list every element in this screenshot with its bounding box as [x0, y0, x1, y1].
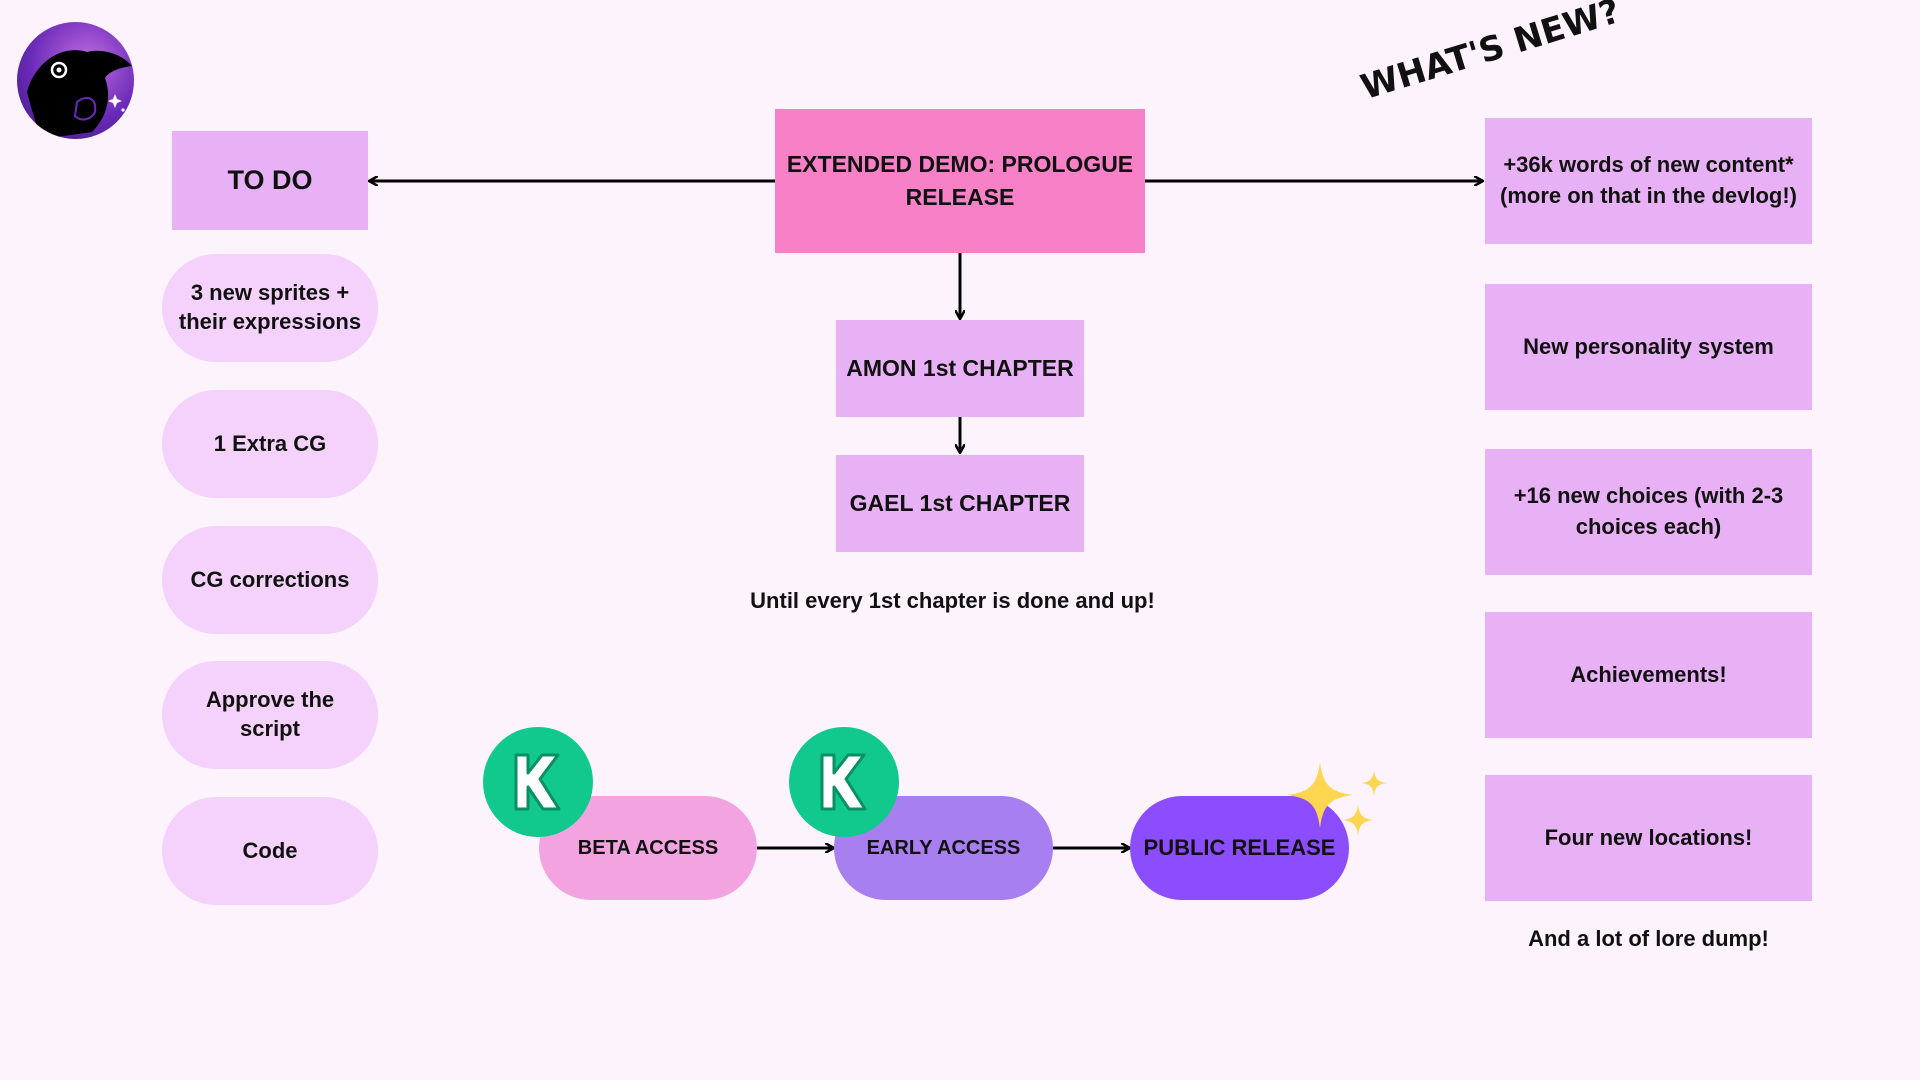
todo-item-code: Code	[162, 797, 378, 905]
extended-demo-release: EXTENDED DEMO: PROLOGUE RELEASE	[775, 109, 1145, 253]
crow-avatar-icon	[27, 50, 132, 139]
whats-new-personality: New personality system	[1485, 284, 1812, 410]
until-note: Until every 1st chapter is done and up!	[750, 588, 1155, 613]
stage-public-release: PUBLIC RELEASE	[1130, 796, 1349, 900]
logo-avatar	[17, 22, 134, 139]
kickstarter-icon	[789, 727, 899, 837]
todo-item-approve-script: Approve the script	[162, 661, 378, 769]
sparkle-icon	[1287, 762, 1387, 836]
amon-chapter: AMON 1st CHAPTER	[836, 320, 1084, 417]
stage-beta-access: BETA ACCESS	[539, 796, 757, 900]
todo-item-sprites: 3 new sprites + their expressions	[162, 254, 378, 362]
gael-chapter: GAEL 1st CHAPTER	[836, 455, 1084, 552]
lore-dump-note: And a lot of lore dump!	[1528, 926, 1769, 951]
whats-new-locations: Four new locations!	[1485, 775, 1812, 901]
todo-item-extra-cg: 1 Extra CG	[162, 390, 378, 498]
whats-new-words: +36k words of new content* (more on that…	[1485, 118, 1812, 244]
kickstarter-icon	[483, 727, 593, 837]
todo-item-cg-corrections: CG corrections	[162, 526, 378, 634]
whats-new-achievements: Achievements!	[1485, 612, 1812, 738]
todo-title: TO DO	[172, 131, 368, 230]
whats-new-choices: +16 new choices (with 2-3 choices each)	[1485, 449, 1812, 575]
